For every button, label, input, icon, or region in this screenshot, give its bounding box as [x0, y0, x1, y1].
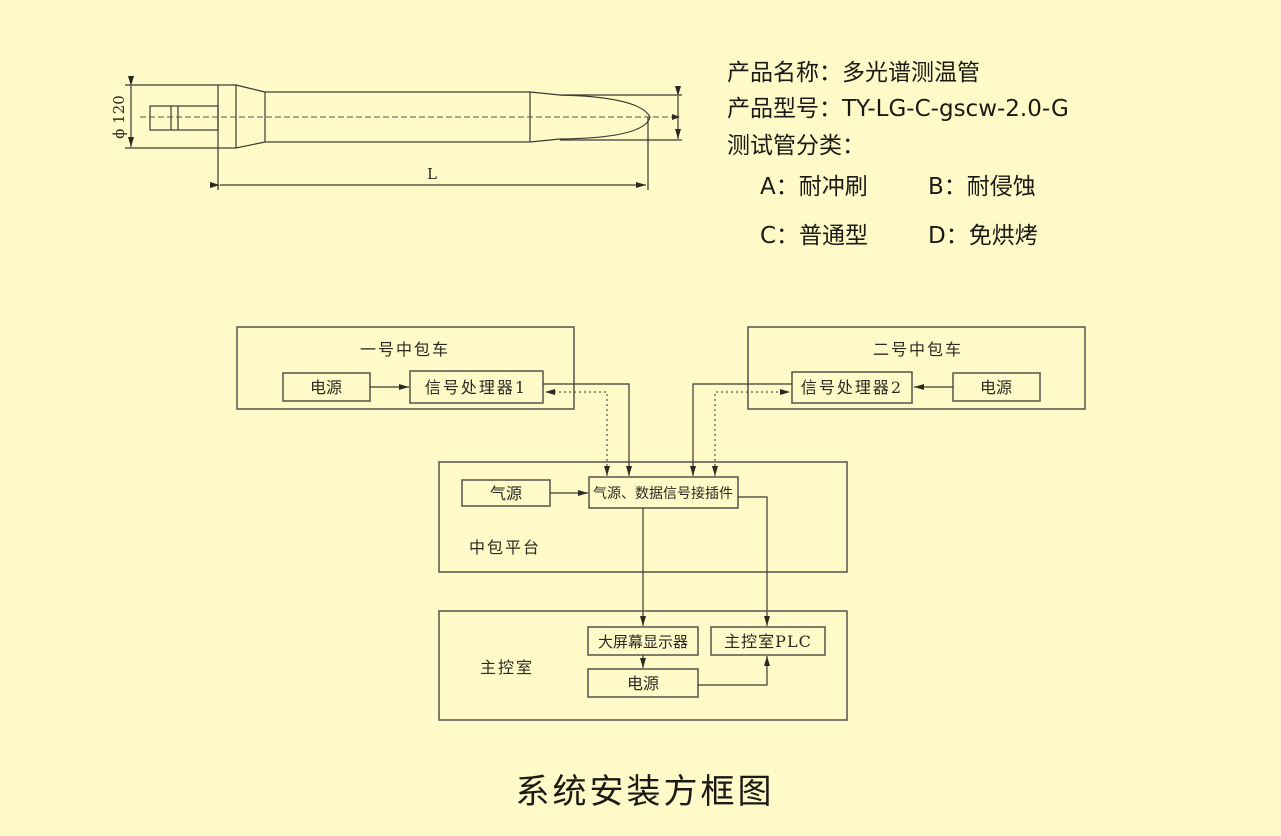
tube-stem	[149, 105, 219, 131]
platform-label: 中包平台	[469, 538, 541, 557]
tundish-car-2-label: 二号中包车	[873, 340, 963, 359]
tube-drawing: ϕ 120 L	[110, 76, 682, 190]
signal-processor-1-label: 信号处理器1	[425, 378, 527, 397]
connections	[543, 383, 792, 626]
category-d: D：免烘烤	[928, 223, 1038, 249]
air-source-label: 气源	[490, 484, 522, 503]
signal-processor-2	[791, 371, 913, 404]
tundish-car-1: 一号中包车 电源 信号处理器1	[236, 326, 575, 410]
control-room: 主控室 大屏幕显示器 主控室PLC 电源	[438, 610, 848, 721]
diameter-label: ϕ 120	[110, 95, 128, 139]
power-label-2: 电源	[980, 378, 1012, 397]
connector-label: 气源、数据信号接插件	[593, 485, 733, 502]
tundish-platform: 中包平台 气源 气源、数据信号接插件	[438, 461, 848, 573]
category-b: B：耐侵蚀	[928, 174, 1036, 200]
plc-label: 主控室PLC	[724, 632, 812, 651]
power-label-control: 电源	[627, 674, 659, 693]
tundish-car-1-label: 一号中包车	[360, 340, 450, 359]
display-label: 大屏幕显示器	[598, 633, 688, 651]
category-a: A：耐冲刷	[760, 174, 868, 200]
length-label: L	[427, 165, 437, 183]
product-model: 产品型号：TY-LG-C-gscw-2.0-G	[727, 96, 1069, 122]
category-title: 测试管分类：	[727, 133, 865, 159]
plc-box	[710, 626, 826, 656]
tundish-car-2: 二号中包车 信号处理器2 电源	[747, 326, 1086, 410]
signal-processor-2-label: 信号处理器2	[801, 378, 903, 397]
category-c: C：普通型	[760, 223, 868, 249]
power-label-1: 电源	[310, 378, 342, 397]
product-info: 产品名称：多光谱测温管 产品型号：TY-LG-C-gscw-2.0-G 测试管分…	[727, 60, 1069, 249]
signal-processor-1	[409, 370, 544, 404]
connector-box	[588, 476, 739, 509]
diagram-title: 系统安装方框图	[516, 772, 775, 812]
control-room-label: 主控室	[480, 658, 534, 677]
product-name: 产品名称：多光谱测温管	[727, 60, 980, 86]
power-box-control	[587, 668, 699, 698]
